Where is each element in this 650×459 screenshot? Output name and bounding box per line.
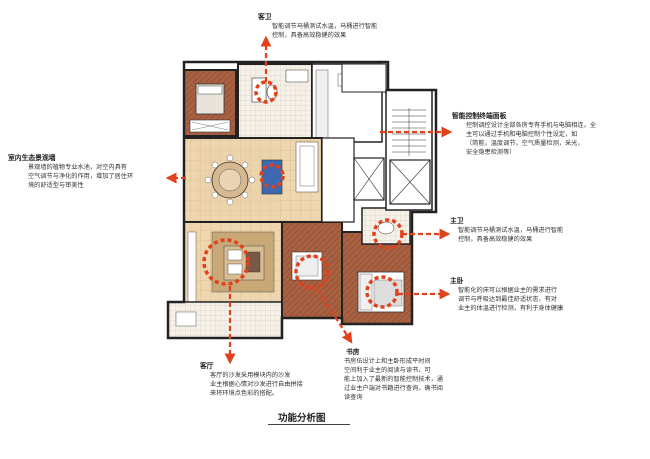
annotation-study: 书房 书房伍设计上和主卧形成平时间 空间利于业主的阅读与读书，可 能上加入了最新… xyxy=(344,348,443,402)
balcony-top xyxy=(341,63,387,93)
annotation-green-wall: 室内生态景观墙 景观墙的植物专业水池，对空内具有 空气调节与净化的作用，增加了居… xyxy=(8,154,133,190)
green-wall-title: 室内生态景观墙 xyxy=(8,154,56,162)
dining-area xyxy=(183,137,323,223)
core xyxy=(321,89,433,223)
smart-panel-line-1: 控制调控设计全部各房专有手机与电脑相连，全 xyxy=(466,122,596,129)
guest-bath-line-1: 智能调节马桶测试水温，马桶进行智能 xyxy=(272,23,378,30)
living-title: 客厅 xyxy=(200,362,214,370)
guest-bath xyxy=(237,63,313,143)
smart-panel-title: 智能控制终端面板 xyxy=(452,112,507,120)
study-line-5: 读查询 xyxy=(344,394,363,401)
green-wall-line-2: 空气调节与净化的作用，增加了居住环 xyxy=(28,173,134,180)
title-underline xyxy=(268,424,350,425)
green-wall-line-3: 境的舒适型与审美性 xyxy=(28,182,84,189)
master-bed-line-1: 智能化的床可以根据业主的需求进行 xyxy=(458,287,557,294)
diagram-title: 功能分析图 xyxy=(278,413,326,424)
guest-bath-line-2: 控制，具备高效稳健的效果 xyxy=(272,32,347,39)
ring-master-bed xyxy=(365,275,399,309)
master-bed-line-2: 调节与呼吸达到最佳舒适状态，有对 xyxy=(458,296,557,303)
master-bath-line-1: 智能调节马桶测试水温，马桶进行智能 xyxy=(458,227,564,234)
study-line-4: 过业主户端对书籍进行查询，确书阅 xyxy=(344,385,443,392)
guest-bath-title: 客卫 xyxy=(258,13,272,21)
living-room xyxy=(183,221,283,311)
annotation-master-bath: 主卫 智能调节马桶测试水温，马桶进行智能 控制，具备高效稳健的效果 xyxy=(450,217,563,244)
annotation-master-bed: 主卧 智能化的床可以根据业主的需求进行 调节与呼吸达到最佳舒适状态，有对 业主的… xyxy=(450,277,563,313)
balcony-bottom xyxy=(167,301,283,339)
study-line-3: 能上加入了最新的智能控制技术，通 xyxy=(344,376,443,383)
ring-study xyxy=(294,254,330,290)
annotation-guest-bath: 客卫 智能调节马桶测试水温，马桶进行智能 控制，具备高效稳健的效果 xyxy=(258,13,377,40)
smart-panel-line-2: 主可以通过手机和电脑控制个性设定，如 xyxy=(466,131,578,138)
ring-living xyxy=(202,238,250,286)
study-line-1: 书房伍设计上和主卧形成平时间 xyxy=(344,358,431,365)
master-bed-line-3: 业主的体温进行检测，有利于身体健康 xyxy=(458,305,564,312)
annotation-smart-panel: 智能控制终端面板 控制调控设计全部各房专有手机与电脑相连，全 主可以通过手机和电… xyxy=(452,112,596,157)
master-bath-title: 主卫 xyxy=(450,217,464,225)
bedroom-topleft xyxy=(183,69,237,137)
arrow-study xyxy=(317,289,353,344)
annotation-living: 客厅 客厅的沙发采用模块内的沙发 业主根据心情对沙发进行自由拼接 来将环境点色彩… xyxy=(200,362,303,398)
ring-guest-bath xyxy=(254,80,278,104)
living-line-1: 客厅的沙发采用模块内的沙发 xyxy=(210,372,291,379)
master-bed-title: 主卧 xyxy=(450,277,464,285)
smart-panel-line-4: 安全隐患检测等） xyxy=(466,149,516,156)
green-wall-line-1: 景观墙的植物专业水池，对空内具有 xyxy=(28,164,127,171)
master-bath xyxy=(361,207,411,245)
living-line-3: 来将环境点色彩的搭配。 xyxy=(210,390,279,397)
ring-dining xyxy=(259,163,285,189)
master-bath-line-2: 控制，具备高效稳健的效果 xyxy=(458,236,533,243)
smart-panel-line-3: （简能，温度调节，空气质量检测，采光， xyxy=(466,140,584,147)
study-title: 书房 xyxy=(346,348,360,356)
study xyxy=(281,221,343,319)
outer-wall xyxy=(166,60,438,340)
study-line-2: 空间利于业主的阅读与读书，可 xyxy=(344,367,431,374)
living-line-2: 业主根据心情对沙发进行自由拼接 xyxy=(210,381,303,388)
